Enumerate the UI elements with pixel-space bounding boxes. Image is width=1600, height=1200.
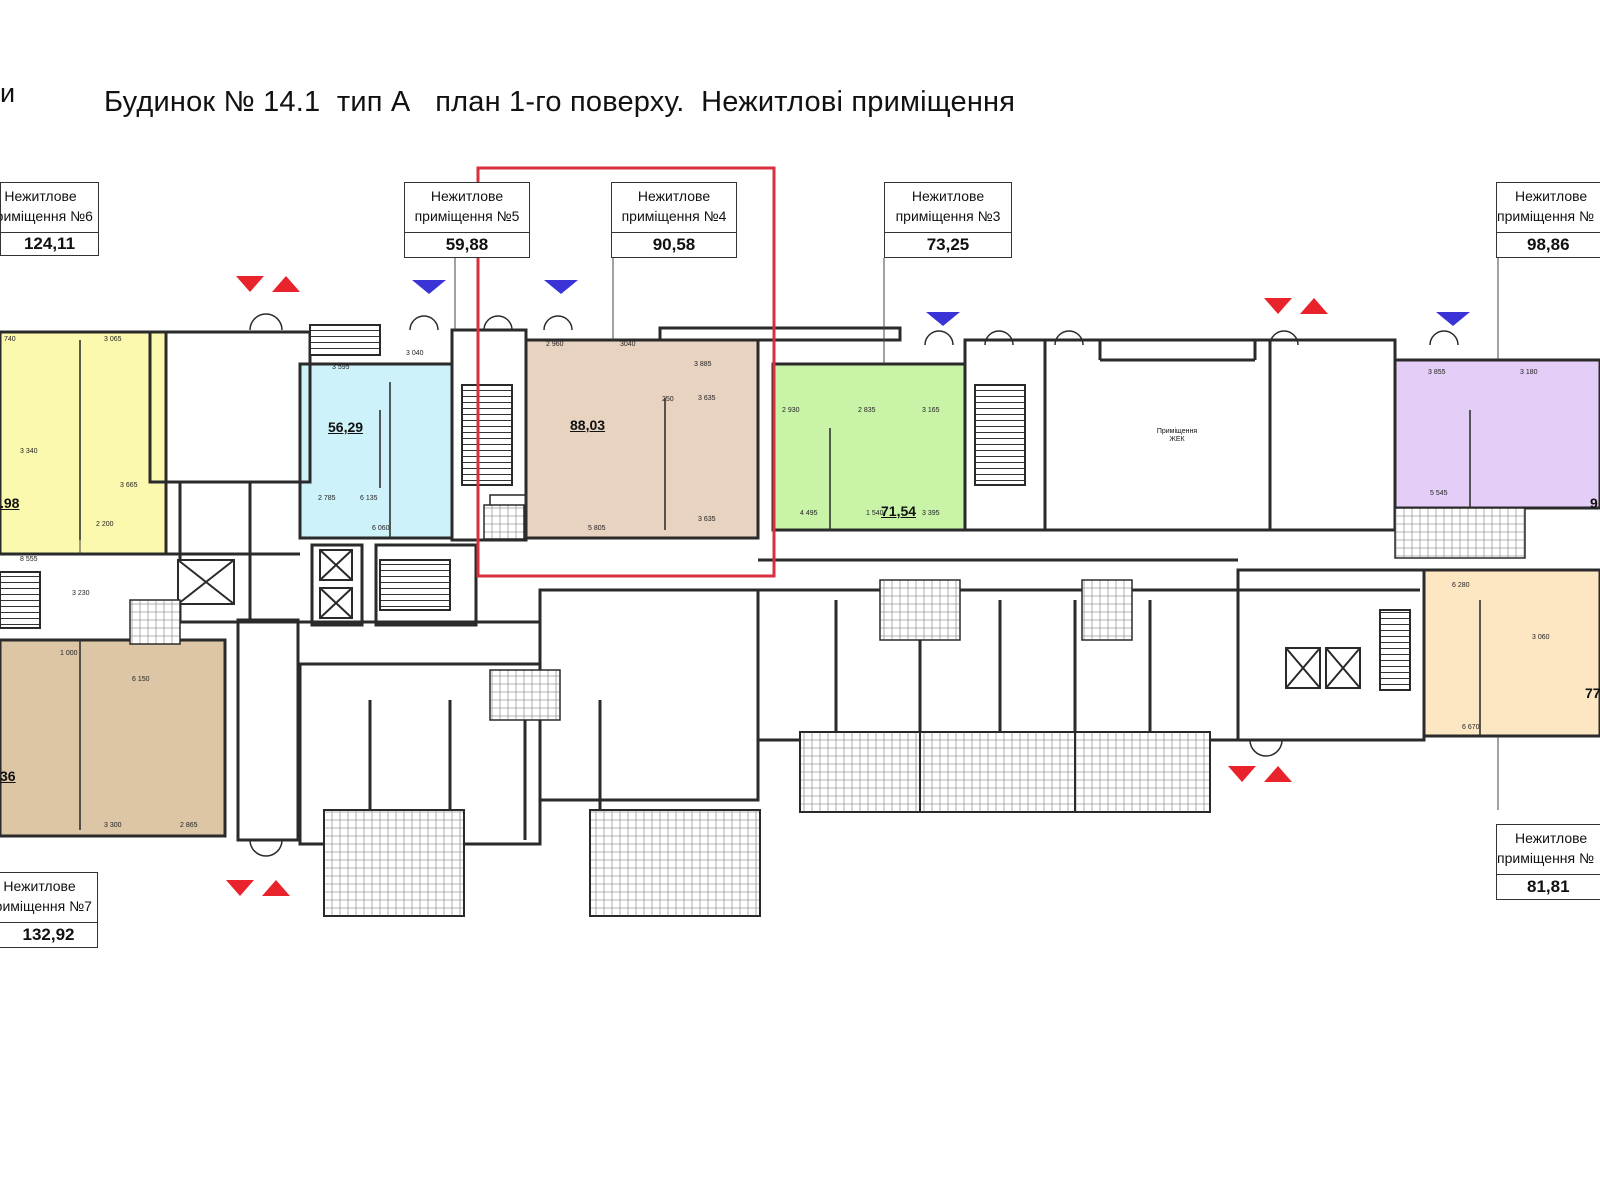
dim: 8 555 [20,556,38,563]
dim: 6 135 [360,495,378,502]
callout-unit-right-top-line2: приміщення № [1497,208,1595,224]
dim: 3 165 [922,407,940,414]
dim: 4 495 [800,510,818,517]
callout-unit-right-bottom-line2: приміщення № [1497,850,1595,866]
callout-unit-4-line2: приміщення №4 [621,208,727,224]
callout-unit-right-top: Нежитлове приміщення № 98,86 [1496,182,1600,258]
dim: 6 060 [372,525,390,532]
callout-unit-6: Нежитлове приміщення №6 124,11 [0,182,99,256]
dim: 6 670 [1462,724,1480,731]
dim: 3 595 [332,364,350,371]
dim: 1 540 [866,510,884,517]
dim: 2 960 [546,341,564,348]
callout-unit-4: Нежитлове приміщення №4 90,58 [611,182,737,258]
callout-unit-5: Нежитлове приміщення №5 59,88 [404,182,530,258]
callout-unit-4-area: 90,58 [652,235,696,254]
dim: 2 835 [858,407,876,414]
callout-unit-right-bottom: Нежитлове приміщення № 81,81 [1496,824,1600,900]
room-area-right-top-partial: 9 [1590,495,1598,511]
dim: 2 930 [782,407,800,414]
callout-unit-3-line1: Нежитлове [911,188,985,204]
callout-unit-3-area: 73,25 [926,235,970,254]
dim: 2 200 [96,521,114,528]
dim: 2 785 [318,495,336,502]
dim: 5 545 [1430,490,1448,497]
dim: 1 000 [60,650,78,657]
callout-unit-4-line1: Нежитлове [637,188,711,204]
dim: 3 340 [20,448,38,455]
dim: 3 665 [120,482,138,489]
dim: 3 180 [1520,369,1538,376]
dim: 250 [662,396,674,403]
callout-unit-5-line1: Нежитлове [430,188,504,204]
callout-unit-right-top-line1: Нежитлове [1515,188,1588,204]
dim: 3 395 [922,510,940,517]
room-area-unit-5: 56,29 [328,419,364,435]
room-area-unit-7-partial: 36 [0,768,16,784]
room-label-zhek: Приміщення ЖЕК [1156,428,1198,443]
callout-unit-7-line1: Нежитлове [3,878,76,894]
room-area-unit-3: 71,54 [881,503,917,519]
callout-unit-7: Нежитлове приміщення №7 132,92 [0,872,98,948]
plan-title: Будинок № 14.1 тип А план 1-го поверху. … [104,86,1016,118]
callout-unit-3-line2: приміщення №3 [895,208,1001,224]
dim: 2 865 [180,822,198,829]
room-area-right-bottom-partial: 77 [1585,685,1600,701]
room-area-unit-6-partial: .98 [0,495,20,511]
dim: 740 [4,336,16,343]
callout-unit-right-top-area: 98,86 [1527,235,1570,254]
dim: 3 885 [694,361,712,368]
dim: 3 065 [104,336,122,343]
dim: 3 635 [698,395,716,402]
callout-unit-6-area: 124,11 [23,234,76,253]
dim: 6 280 [1452,582,1470,589]
callout-unit-7-area: 132,92 [22,925,75,944]
room-area-unit-4: 88,03 [570,417,606,433]
callout-unit-5-area: 59,88 [445,235,489,254]
dim: 3 040 [406,350,424,357]
callout-unit-right-bottom-area: 81,81 [1527,877,1570,896]
dim: 3 060 [1532,634,1550,641]
callout-unit-right-bottom-line1: Нежитлове [1515,830,1588,846]
callout-unit-6-line2: приміщення №6 [1,208,93,224]
dim: 3040 [620,341,636,348]
cut-off-heading-text: и [0,78,16,108]
callout-unit-3: Нежитлове приміщення №3 73,25 [884,182,1012,258]
callout-unit-5-line2: приміщення №5 [414,208,520,224]
dim: 3 230 [72,590,90,597]
dim: 3 635 [698,516,716,523]
dim: 5 805 [588,525,606,532]
dim: 3 855 [1428,369,1446,376]
dim: 3 300 [104,822,122,829]
callout-unit-6-line1: Нежитлове [4,188,77,204]
callout-unit-7-line2: приміщення №7 [0,898,92,914]
dim: 6 150 [132,676,150,683]
